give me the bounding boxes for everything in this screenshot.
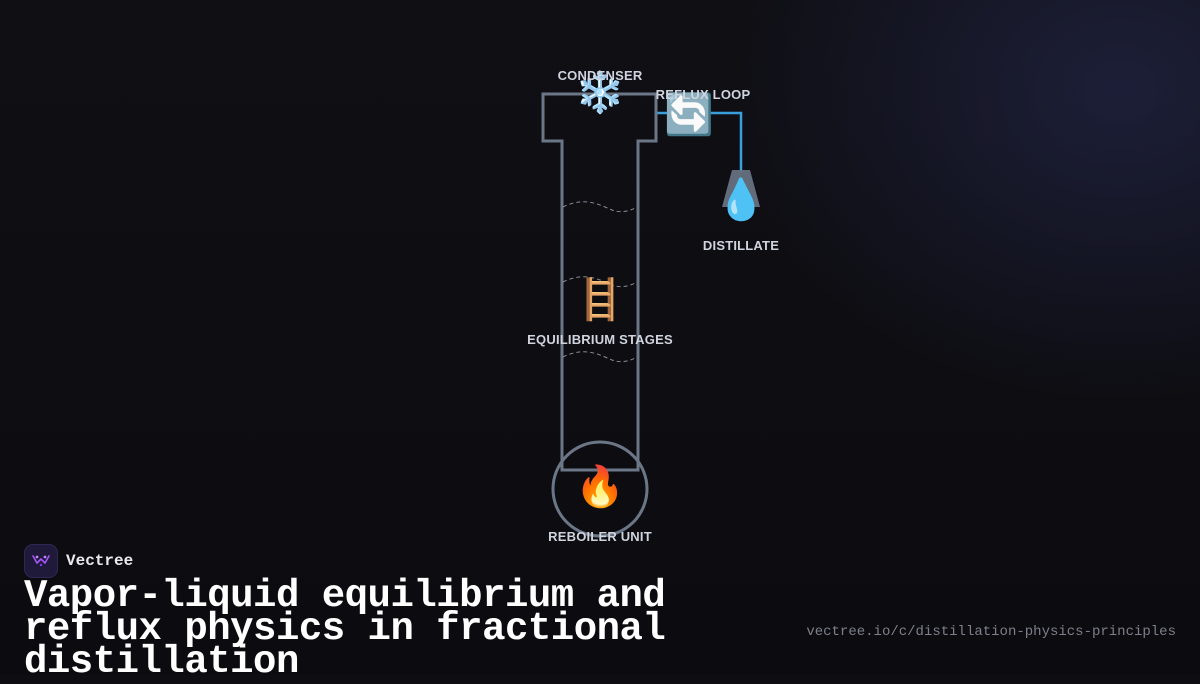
brand-name: Vectree <box>66 552 134 570</box>
equilibrium-stages-label: EQUILIBRIUM STAGES <box>527 332 673 347</box>
fire-icon: 🔥 <box>575 463 625 510</box>
reboiler-circle <box>551 440 649 538</box>
snowflake-icon: ❄️ <box>575 69 625 116</box>
reflux-loop-icon: 🔄 <box>664 91 714 138</box>
brand: Vectree <box>24 544 133 578</box>
reflux-loop-label: REFLUX LOOP <box>656 87 751 102</box>
vectree-logo-icon <box>24 544 58 578</box>
stage-divider <box>562 201 638 213</box>
reflux-line <box>656 111 743 172</box>
stage-divider <box>562 276 638 288</box>
distillate-funnel <box>722 170 760 207</box>
stage-divider <box>562 351 638 363</box>
distillate-label: DISTILLATE <box>703 238 779 253</box>
ladder-icon: 🪜 <box>575 276 625 323</box>
droplet-icon: 💧 <box>716 176 766 223</box>
reboiler-unit-label: REBOILER UNIT <box>548 529 652 544</box>
source-url: vectree.io/c/distillation-physics-princi… <box>806 624 1176 640</box>
condenser-label: CONDENSER <box>558 68 643 83</box>
page-title: Vapor-liquid equilibrium and reflux phys… <box>24 574 666 684</box>
column-outline <box>541 92 658 472</box>
